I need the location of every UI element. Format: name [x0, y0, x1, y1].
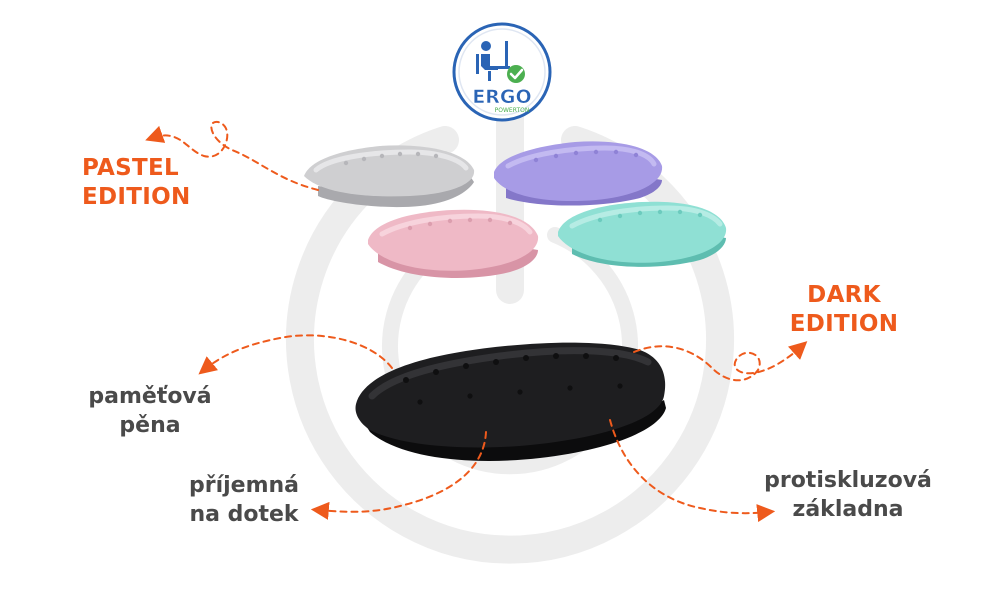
anti-slip-base-label: protiskluzová základna [752, 466, 944, 524]
anti-slip-base-line-1: protiskluzová [764, 468, 932, 493]
memory-foam-line-2: pěna [119, 413, 181, 438]
logo-tagline: POWERTON [495, 107, 530, 114]
arrow-pleasant-touch [310, 431, 487, 520]
wrist-rest-lavender [494, 141, 663, 206]
logo-wordmark: ERGO [472, 86, 531, 108]
seated-person-icon [476, 41, 510, 81]
wrist-rest-mint [558, 201, 727, 267]
memory-foam-line-1: paměťová [88, 384, 212, 409]
dark-edition-label: DARK EDITION [788, 281, 900, 339]
pleasant-touch-line-2: na dotek [189, 502, 299, 527]
arrow-pastel-edition [145, 120, 319, 191]
pleasant-touch-label: příjemná na dotek [176, 471, 312, 529]
wrist-rest-black [355, 342, 666, 461]
pleasant-touch-line-1: příjemná [188, 473, 300, 498]
arrow-anti-slip-base [609, 419, 776, 523]
arrow-dark-edition [633, 341, 808, 382]
checkmark-icon [507, 65, 525, 83]
pastel-edition-line-1: PASTEL [82, 155, 179, 181]
pastel-edition-line-2: EDITION [82, 184, 191, 210]
dark-edition-line-2: EDITION [789, 311, 899, 337]
wrist-rest-gray [304, 145, 475, 208]
anti-slip-base-line-2: základna [792, 497, 904, 522]
memory-foam-label: paměťová pěna [80, 382, 220, 440]
ergo-logo: ERGO POWERTON [452, 22, 552, 122]
arrow-memory-foam [198, 334, 393, 375]
pastel-edition-label: PASTEL EDITION [82, 154, 191, 212]
dark-edition-line-1: DARK [807, 282, 881, 308]
wrist-rest-pink [368, 209, 539, 278]
